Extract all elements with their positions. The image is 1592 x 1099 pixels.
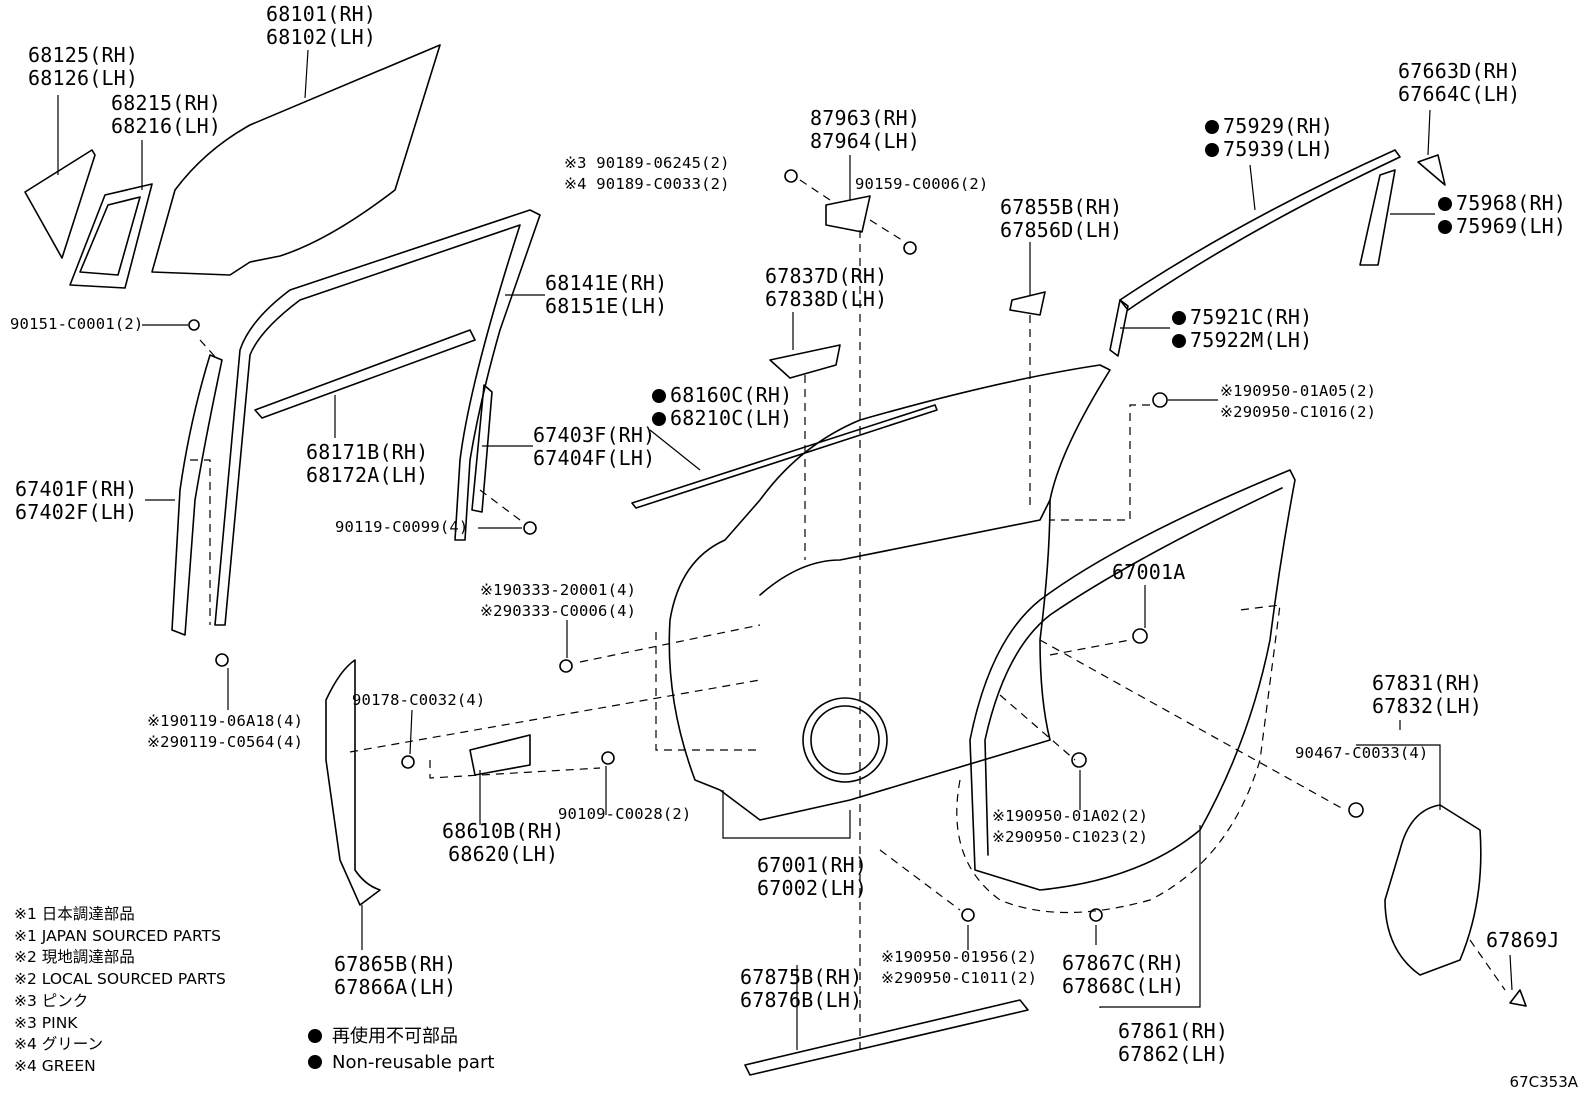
label-190950-01a05: ※190950-01A05(2)※290950-C1016(2): [1220, 382, 1377, 421]
label-190119: ※190119-06A18(4)※290119-C0564(4): [147, 712, 304, 751]
label-67001: 67001(RH)67002(LH): [757, 853, 868, 900]
upper-bracket: [1009, 291, 1046, 316]
label-87963: 87963(RH)87964(LH): [810, 106, 921, 153]
label-68101: 68101(RH)68102(LH): [266, 2, 377, 49]
label-190950-01a02: ※190950-01A02(2)※290950-C1023(2): [992, 807, 1149, 846]
label-67867: 67867C(RH)67868C(LH): [1062, 951, 1185, 998]
label-90109: 90109-C0028(2): [558, 805, 692, 823]
label-75968: 75968(RH) 75969(LH): [1438, 192, 1566, 238]
label-75929: 75929(RH) 75939(LH): [1205, 115, 1333, 161]
label-90159: 90159-C0006(2): [855, 175, 989, 193]
division-bar: [471, 384, 493, 513]
window-frame-molding: [1119, 149, 1401, 311]
label-68215: 68215(RH)68216(LH): [111, 91, 222, 138]
rocker-molding: [744, 999, 1029, 1076]
quarter-glass: [24, 149, 96, 259]
label-67001a: 67001A: [1112, 560, 1186, 584]
non-reusable-dot-icon: [308, 1029, 322, 1043]
non-reusable-legend: 再使用不可部品 Non-reusable part: [308, 1024, 494, 1076]
label-75921: 75921C(RH) 75922M(LH): [1172, 306, 1312, 352]
non-reusable-dot-icon: [1205, 143, 1219, 157]
legend-line: ※1 日本調達部品: [14, 905, 135, 923]
outer-belt-weatherstrip: [631, 404, 938, 509]
non-reusable-dot-icon: [1205, 120, 1219, 134]
label-67403: 67403F(RH)67404F(LH): [533, 423, 656, 470]
label-190333: ※190333-20001(4)※290333-C0006(4): [480, 581, 637, 620]
quarter-glass-frame: [69, 183, 153, 289]
front-molding: [1109, 299, 1129, 357]
frame-garnish: [171, 354, 223, 636]
label-67663: 67663D(RH)67664C(LH): [1398, 59, 1521, 106]
non-reusable-dot-icon: [1438, 220, 1452, 234]
door-glass: [151, 44, 441, 276]
label-190950-01956: ※190950-01956(2)※290950-C1011(2): [881, 948, 1038, 987]
door-shell: [668, 364, 1111, 821]
legend-line: ※4 GREEN: [14, 1056, 96, 1075]
label-90467: 90467-C0033(4): [1295, 744, 1429, 762]
label-67865: 67865B(RH)67866A(LH): [334, 952, 457, 999]
diagram-reference-code: 67C353A: [1509, 1073, 1578, 1091]
legend-line: ※3 PINK: [14, 1013, 78, 1032]
label-90189: ※3 90189-06245(2)※4 90189-C0033(2): [564, 154, 730, 193]
glass-run: [214, 209, 541, 626]
label-68141: 68141E(RH)68151E(LH): [545, 271, 668, 318]
service-hole-cover: [1384, 804, 1482, 976]
non-reusable-dot-icon: [308, 1055, 322, 1069]
door-opening-weatherstrip: [969, 469, 1296, 891]
door-hinge: [469, 734, 531, 776]
label-90151: 90151-C0001(2): [10, 315, 144, 333]
label-90119-c0099: 90119-C0099(4): [335, 518, 469, 536]
label-67869: 67869J: [1486, 928, 1560, 952]
legend: ※1 日本調達部品 ※1 JAPAN SOURCED PARTS ※2 現地調達…: [14, 904, 226, 1078]
legend-line: ※3 ピンク: [14, 991, 89, 1010]
legend-line: ※2 現地調達部品: [14, 948, 135, 967]
check-strap: [325, 659, 381, 906]
label-67861: 67861(RH)67862(LH): [1118, 1019, 1229, 1066]
label-67401: 67401F(RH)67402F(LH): [15, 477, 138, 524]
label-67831: 67831(RH)67832(LH): [1372, 671, 1483, 718]
legend-line: ※1 JAPAN SOURCED PARTS: [14, 926, 221, 945]
label-90178: 90178-C0032(4): [352, 691, 486, 709]
label-68125: 68125(RH)68126(LH): [28, 43, 139, 90]
label-68610: 68610B(RH)68620(LH): [442, 819, 565, 866]
belt-bracket: [769, 344, 841, 379]
label-68160: 68160C(RH) 68210C(LH): [652, 384, 792, 430]
non-reusable-dot-icon: [1172, 334, 1186, 348]
label-67837: 67837D(RH)67838D(LH): [765, 264, 888, 311]
label-67855: 67855B(RH)67856D(LH): [1000, 195, 1123, 242]
label-68171: 68171B(RH)68172A(LH): [306, 440, 429, 487]
non-reusable-dot-icon: [1172, 311, 1186, 325]
frame-bracket: [825, 195, 871, 233]
legend-line: ※2 LOCAL SOURCED PARTS: [14, 970, 226, 989]
label-67875: 67875B(RH)67876B(LH): [740, 965, 863, 1012]
non-reusable-dot-icon: [1438, 197, 1452, 211]
corner-piece: [1417, 154, 1446, 186]
legend-line: ※4 グリーン: [14, 1035, 104, 1054]
belt-molding: [254, 329, 476, 419]
rear-molding: [1359, 169, 1396, 266]
non-reusable-dot-icon: [652, 389, 666, 403]
non-reusable-dot-icon: [652, 412, 666, 426]
